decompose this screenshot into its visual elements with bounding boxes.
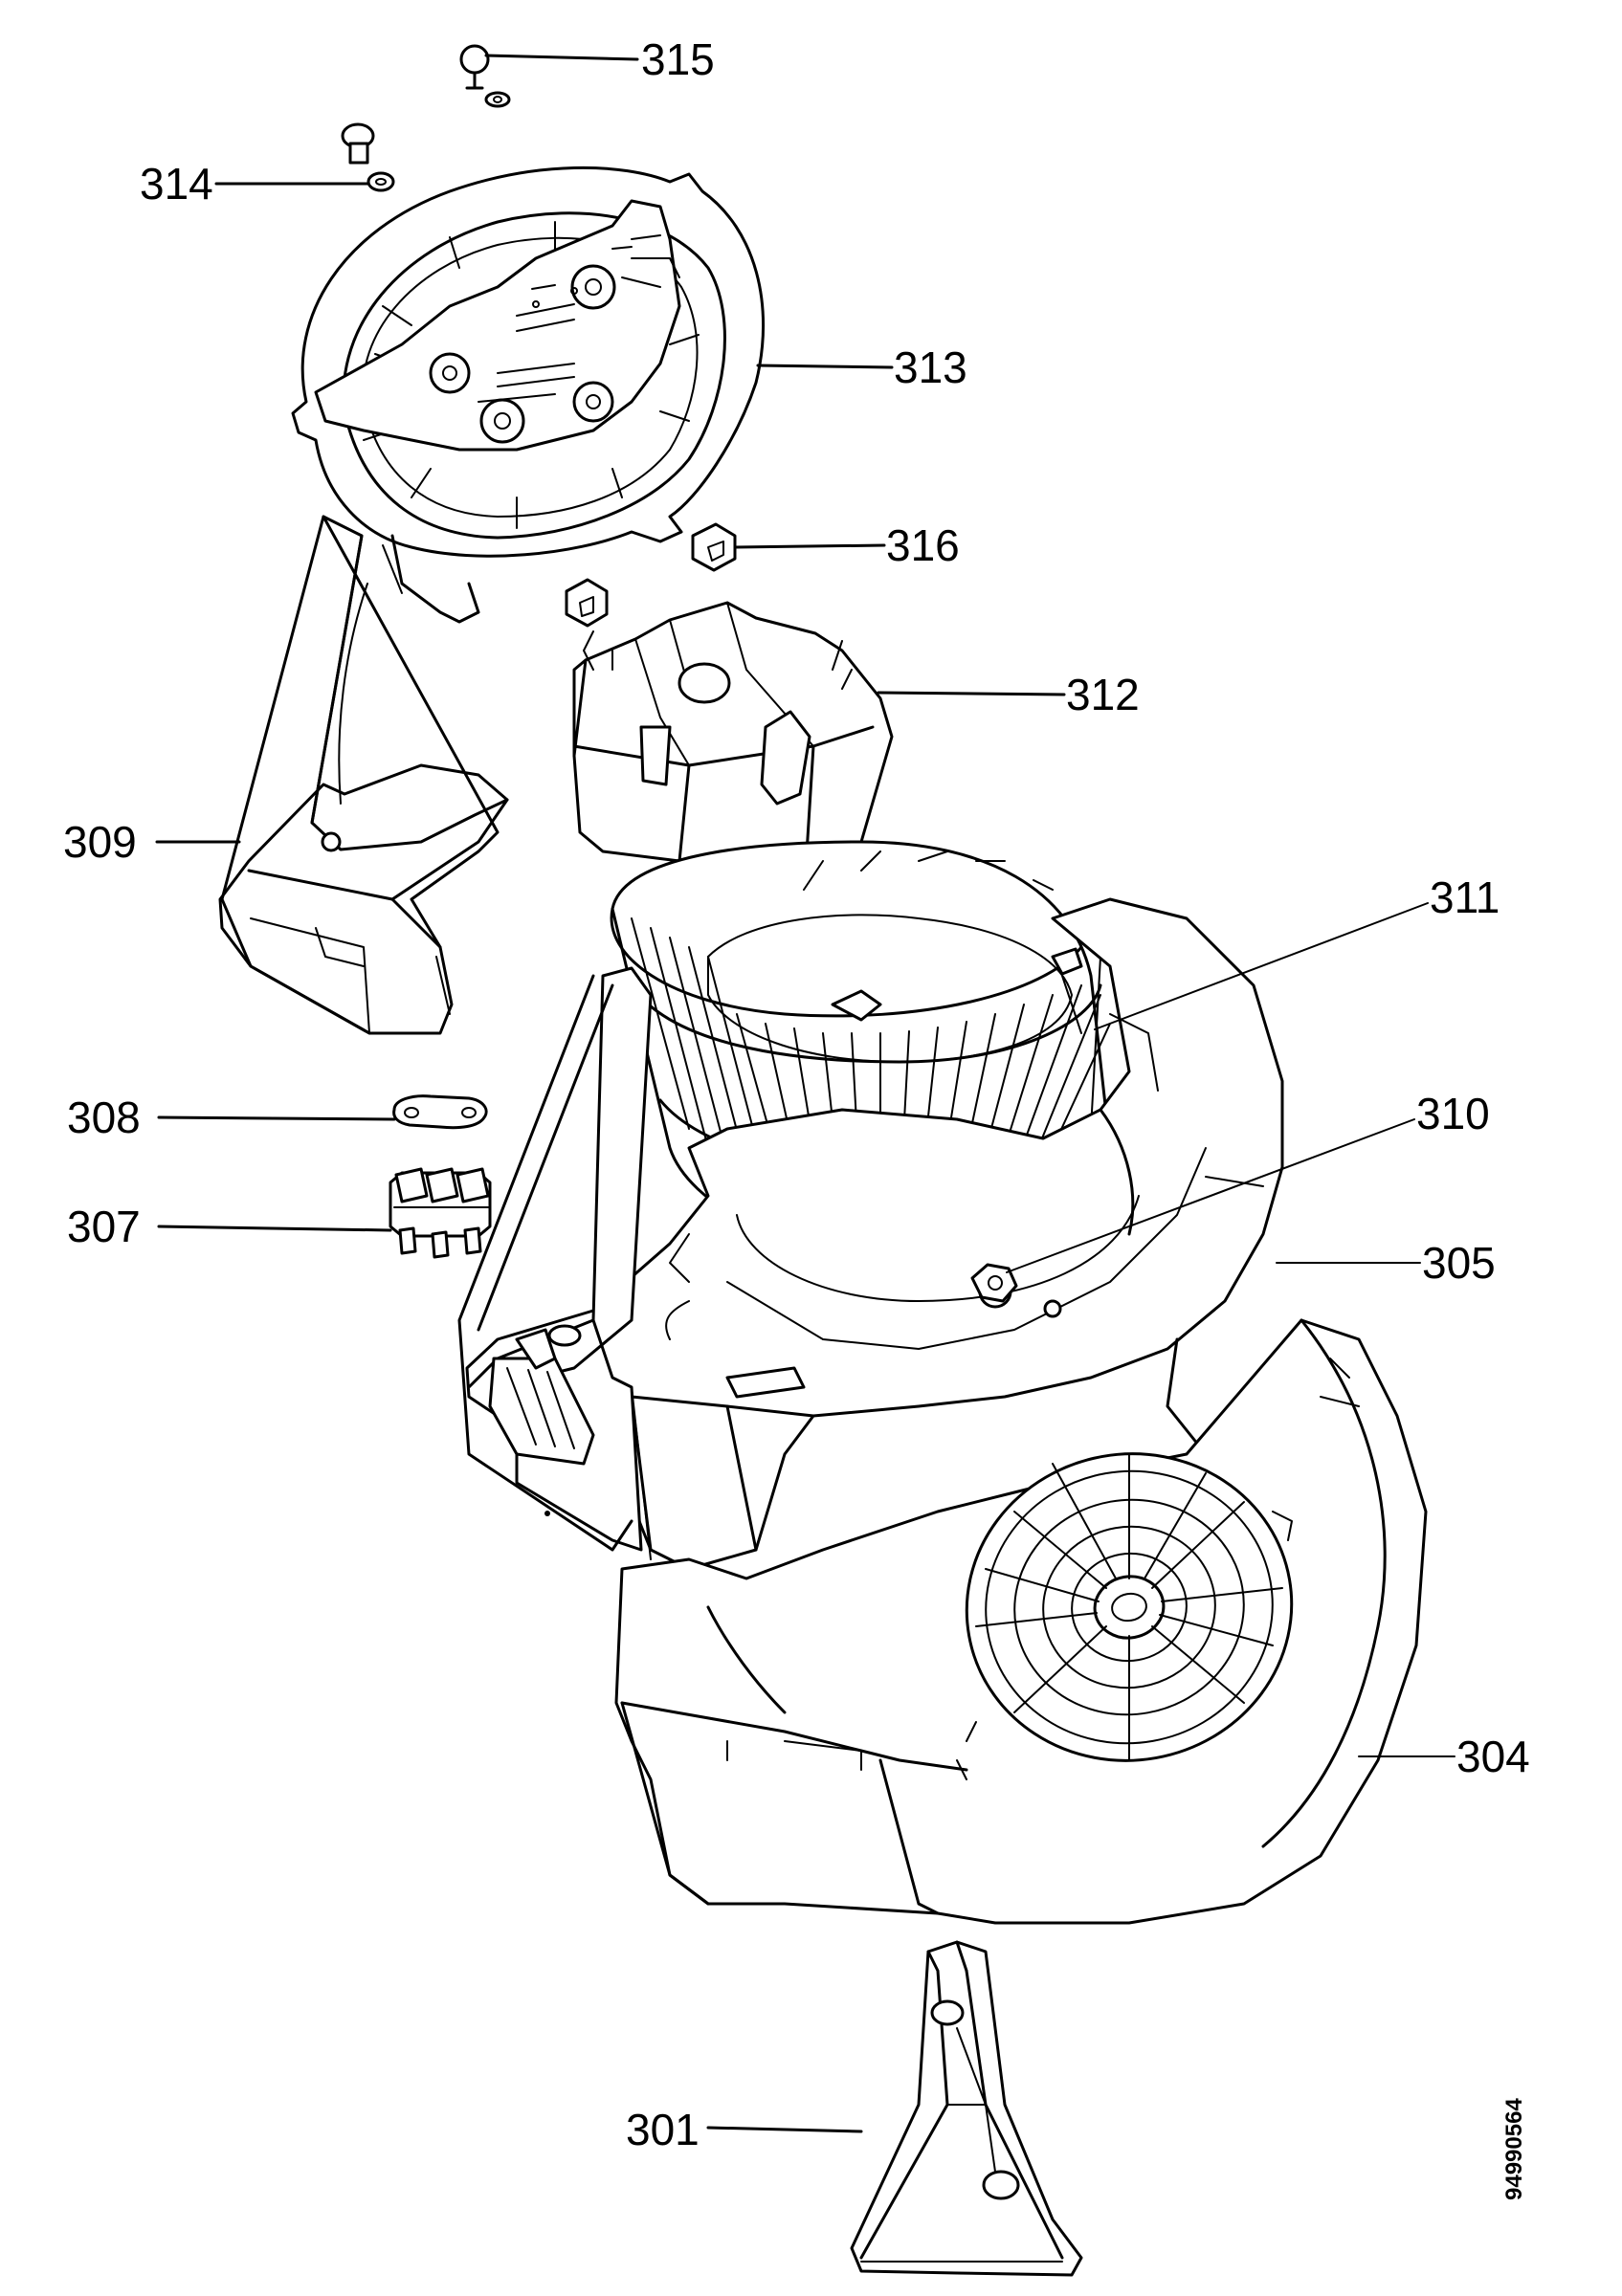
part-305-housing-top [465,897,1284,1571]
leader-301 [706,2126,863,2133]
part-308-plate [392,1094,488,1130]
leader-307 [157,1225,392,1232]
drawing-code: 94990564 [1501,2098,1527,2200]
part-310-nut [970,1263,1018,1303]
callout-307: 307 [67,1202,141,1251]
callout-316: 316 [886,520,960,570]
part-316-nut-second [565,578,609,628]
leader-311 [1094,902,1429,1030]
part-313-mounting-plate [291,166,766,624]
callout-301: 301 [626,2105,700,2154]
leader-lines [155,54,1455,2133]
part-315-screw [459,44,511,108]
callout-311: 311 [1430,872,1500,922]
callout-labels: 315 314 313 316 312 309 311 310 308 307 … [63,34,1530,2154]
leader-308 [157,1115,396,1121]
leader-315 [484,54,639,61]
callout-310: 310 [1416,1089,1490,1138]
callout-305: 305 [1422,1238,1496,1288]
callout-308: 308 [67,1093,141,1142]
callout-304: 304 [1456,1732,1530,1781]
callout-314: 314 [140,159,213,209]
leader-310 [1006,1118,1415,1273]
callout-313: 313 [894,342,967,392]
leader-316 [733,543,886,549]
callout-312: 312 [1066,670,1140,719]
part-309-bracket [218,515,509,1035]
part-301-corner-bracket [850,1940,1083,2277]
leader-312 [877,691,1066,696]
leader-313 [756,364,894,369]
callout-309: 309 [63,817,137,867]
part-316-nut [691,522,737,572]
callout-315: 315 [641,34,715,84]
part-307-terminal-block [389,1167,492,1259]
part-312-motor [572,601,894,901]
part-304-housing-bottom [614,1318,1428,1925]
part-side-panel [457,966,653,1560]
part-314-screw [341,122,395,192]
